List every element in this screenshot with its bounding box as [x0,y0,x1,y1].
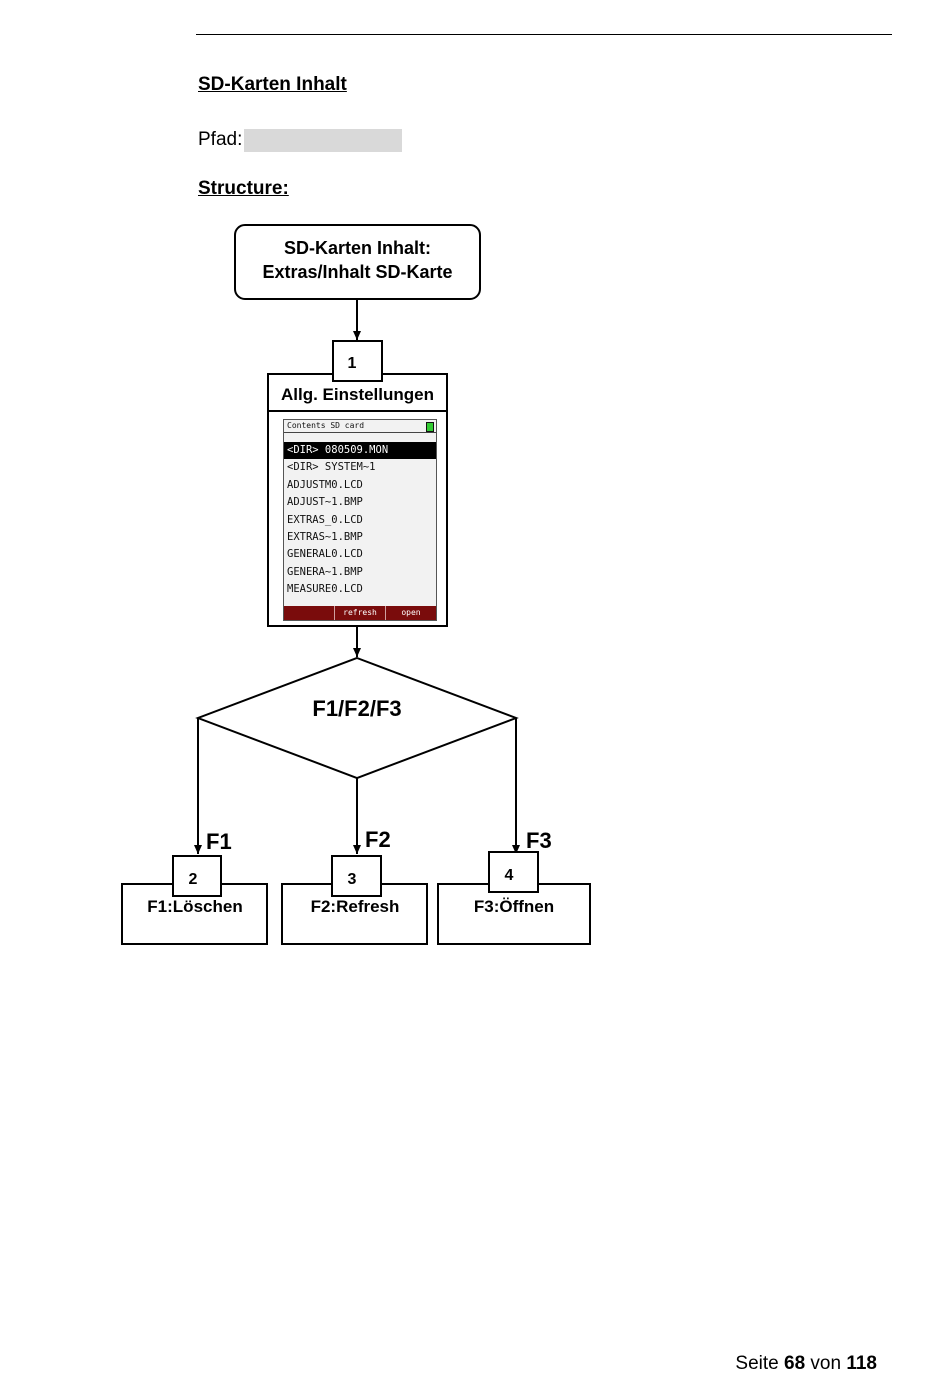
result-box-f3 [437,883,591,945]
node1-number: 1 [348,355,357,372]
lcd-file-row: EXTRAS~1.BMP [287,530,363,543]
lcd-divider [284,432,436,433]
result-label-f2: F2:Refresh [311,897,400,916]
result-label-f3: F3:Öffnen [474,897,554,916]
decision-label: F1/F2/F3 [312,696,401,721]
start-box-line2: Extras/Inhalt SD-Karte [262,262,452,282]
structure-label: Structure: [198,178,289,199]
result-number-3: 3 [348,871,357,888]
lcd-file-row: GENERA~1.BMP [287,565,363,578]
lcd-file-row: GENERAL0.LCD [287,548,363,561]
node1-title: Allg. Einstellungen [281,385,434,404]
lcd-file-row: <DIR> 080509.MON [284,442,436,460]
lcd-file-row: ADJUST~1.BMP [287,496,363,509]
result-number-box-3 [331,855,382,897]
battery-icon [426,422,434,432]
lcd-file-row: <DIR> SYSTEM~1 [287,461,376,474]
branch-label-f1: F1 [206,829,232,854]
lcd-file-list: <DIR> 080509.MON <DIR> SYSTEM~1 ADJUSTM0… [284,442,436,599]
lcd-file-row: ADJUSTM0.LCD [287,478,363,491]
footer-total-pages: 118 [846,1353,877,1374]
result-label-f1: F1:Löschen [147,897,242,916]
footer-page-number: 68 [784,1353,806,1374]
path-label: Pfad: [198,129,243,150]
lcd-screenshot: Contents SD card <DIR> 080509.MON <DIR> … [283,419,437,621]
node1-number-box [332,340,383,382]
header-rule [196,34,892,35]
lcd-softkey-bar: refresh open [284,606,436,620]
result-number-box-2 [172,855,222,897]
section-title: SD-Karten Inhalt [198,74,347,95]
result-number-4: 4 [505,867,514,884]
branch-label-f2: F2 [365,827,391,852]
softkey-f1 [284,606,334,620]
footer-prefix: Seite [735,1353,779,1374]
page-footer: Seite 68 von 118 [735,1353,877,1375]
footer-middle: von [810,1353,842,1374]
branch-label-f3: F3 [526,828,552,853]
lcd-file-row: EXTRAS_0.LCD [287,513,363,526]
lcd-file-row: MEASURE0.LCD [287,583,363,596]
start-box-line1: SD-Karten Inhalt: [284,238,431,258]
softkey-f2: refresh [334,606,385,620]
path-field [244,129,402,152]
result-number-2: 2 [189,871,198,888]
softkey-f3: open [385,606,436,620]
result-number-box-4 [488,851,539,893]
lcd-title: Contents SD card [287,421,365,430]
